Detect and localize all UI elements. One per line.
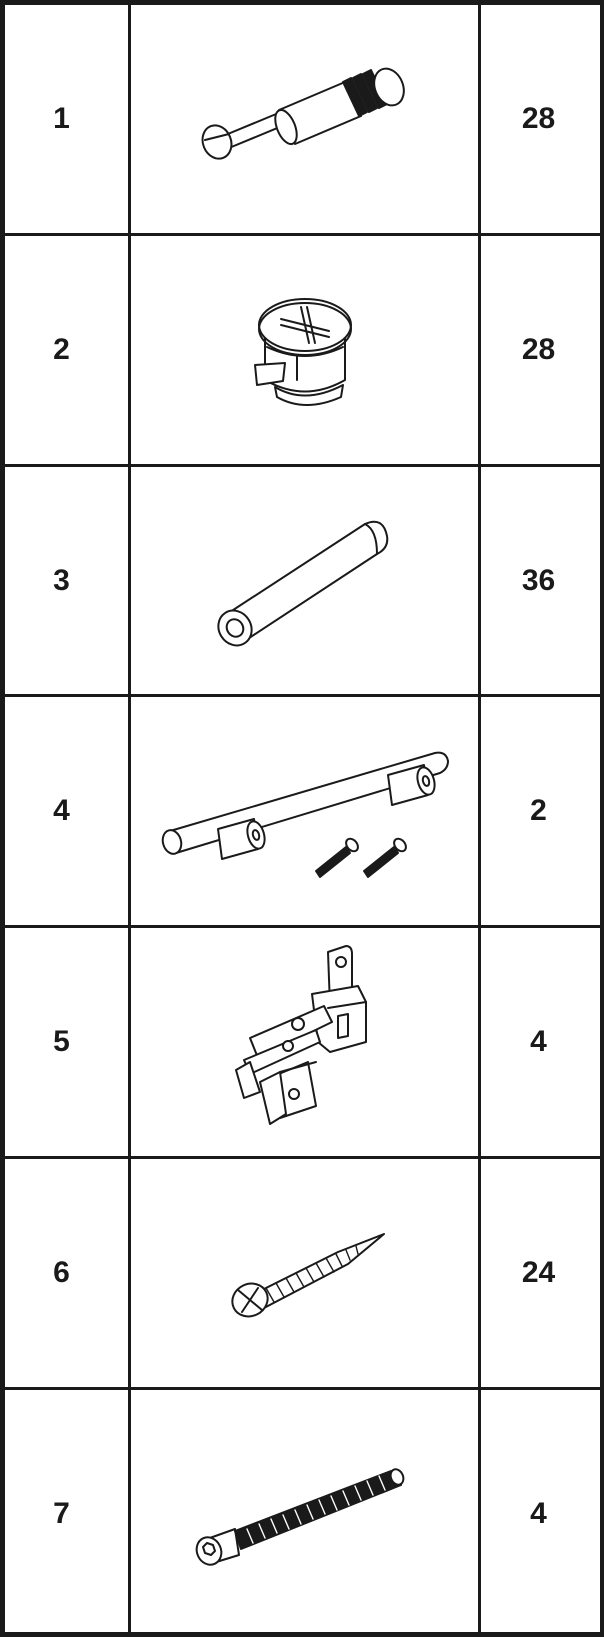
part-number: 3 [53,563,70,597]
part-number: 2 [53,333,70,366]
part-quantity: 28 [521,333,556,366]
part-number-cell: 5 [5,928,131,1156]
part-quantity: 28 [521,102,556,135]
part-number-cell: 3 [5,467,131,694]
part-quantity: 24 [521,1256,556,1289]
part-quantity: 2 [530,794,547,827]
part-image-cell [131,1159,481,1387]
part-number-cell: 7 [5,1390,131,1637]
cam-lock-nut-icon [253,298,352,406]
part-number-cell: 1 [5,5,131,233]
part-number-cell: 2 [5,236,131,464]
wooden-dowel-icon [216,520,388,646]
part-row-7: 7 4 [5,1390,600,1637]
cam-bolt-icon [201,67,405,160]
part-quantity-cell: 4 [481,1390,600,1637]
bar-handle-with-screws-icon [161,751,449,878]
part-quantity-cell: 4 [481,928,600,1156]
part-row-4: 4 2 [5,697,600,928]
part-quantity-cell: 2 [481,697,600,925]
part-row-3: 3 36 [5,467,600,697]
part-number: 6 [53,1256,70,1289]
part-image-cell [131,5,481,233]
part-quantity-cell: 36 [481,467,600,694]
part-image-cell [131,1390,481,1637]
part-image-cell [131,236,481,464]
part-quantity-cell: 28 [481,5,600,233]
part-number-cell: 4 [5,697,131,925]
part-number: 7 [53,1496,70,1530]
wood-screw-icon [230,1233,385,1318]
part-row-1: 1 28 [5,5,600,236]
part-quantity-cell: 24 [481,1159,600,1387]
cabinet-hinge-icon [234,945,367,1125]
part-image-cell [131,697,481,925]
part-quantity: 36 [521,563,556,597]
part-number: 4 [53,794,70,827]
part-row-2: 2 28 [5,236,600,467]
part-image-cell [131,928,481,1156]
part-number-cell: 6 [5,1159,131,1387]
part-image-cell [131,467,481,694]
part-quantity: 4 [530,1025,547,1058]
part-row-5: 5 [5,928,600,1159]
part-quantity: 4 [530,1496,547,1530]
part-row-6: 6 24 [5,1159,600,1390]
part-number: 5 [53,1025,70,1058]
part-number: 1 [53,102,70,135]
part-quantity-cell: 28 [481,236,600,464]
long-hex-screw-icon [195,1467,404,1566]
